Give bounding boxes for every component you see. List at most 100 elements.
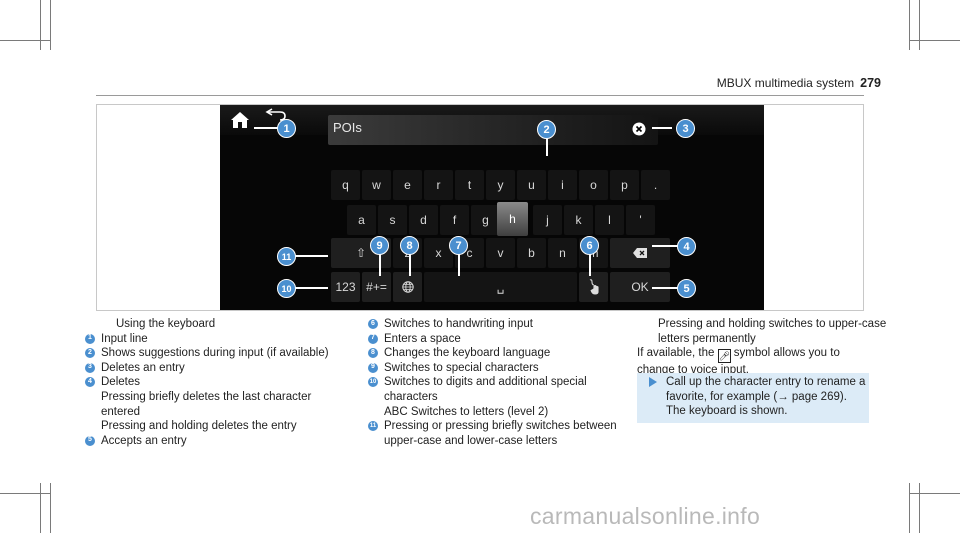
callout-line — [546, 138, 548, 156]
crop-mark — [909, 483, 910, 533]
legend-number: 1 — [85, 333, 95, 344]
arrow-right-icon — [649, 377, 657, 387]
figure-caption: Using the keyboard — [116, 318, 216, 330]
callout-line — [409, 254, 411, 276]
key[interactable]: y — [486, 170, 515, 200]
crop-mark — [910, 493, 960, 494]
key-selected[interactable]: h — [497, 202, 528, 236]
microphone-icon: 🎤︎ — [717, 349, 731, 364]
legend-number: 9 — [368, 362, 378, 373]
callout-line — [294, 287, 328, 289]
crop-mark — [919, 483, 920, 533]
callout-9: 9 — [370, 236, 389, 255]
callout-line — [294, 255, 328, 257]
callout-line — [652, 127, 672, 129]
crop-mark — [50, 483, 51, 533]
legend-detail: Pressing briefly deletes the last charac… — [101, 390, 312, 418]
keyboard-figure: POIs q w e r t y u i o p . a s d f g h j… — [96, 104, 864, 311]
key[interactable]: n — [548, 238, 577, 268]
legend-detail: Pressing and holding deletes the entry — [101, 420, 297, 433]
key[interactable]: ' — [626, 205, 655, 235]
key[interactable]: v — [486, 238, 515, 268]
key[interactable]: t — [455, 170, 484, 200]
action-step-box — [637, 373, 869, 423]
digits-key[interactable]: 123 — [331, 272, 360, 302]
crop-mark — [910, 40, 960, 41]
crop-mark — [909, 0, 910, 50]
key[interactable]: d — [409, 205, 438, 235]
callout-2: 2 — [537, 120, 556, 139]
callout-3: 3 — [676, 119, 695, 138]
key[interactable]: u — [517, 170, 546, 200]
callout-4: 4 — [677, 237, 696, 256]
legend-number: 3 — [85, 362, 95, 373]
key[interactable]: r — [424, 170, 453, 200]
key[interactable]: k — [564, 205, 593, 235]
key[interactable]: f — [440, 205, 469, 235]
clear-icon[interactable] — [632, 122, 646, 136]
legend-detail: ABC Switches to letters (level 2) — [384, 405, 549, 418]
legend-column-3: Pressing and holding switches to upper-c… — [637, 317, 902, 378]
legend-number: 5 — [85, 435, 95, 446]
key[interactable]: o — [579, 170, 608, 200]
key[interactable]: w — [362, 170, 391, 200]
key[interactable]: . — [641, 170, 670, 200]
backspace-key[interactable] — [610, 238, 670, 268]
legend-number: 10 — [368, 377, 378, 388]
crop-mark — [40, 483, 41, 533]
key[interactable]: x — [424, 238, 453, 268]
legend-number: 8 — [368, 348, 378, 359]
key[interactable]: i — [548, 170, 577, 200]
key[interactable]: l — [595, 205, 624, 235]
key[interactable]: g — [471, 205, 500, 235]
callout-10: 10 — [277, 279, 296, 298]
key[interactable]: s — [378, 205, 407, 235]
key[interactable]: a — [347, 205, 376, 235]
key[interactable]: j — [533, 205, 562, 235]
page-number: 279 — [860, 76, 881, 90]
crop-mark — [0, 40, 50, 41]
watermark: carmanualsonline.info — [530, 503, 761, 529]
key[interactable]: b — [517, 238, 546, 268]
globe-icon — [401, 281, 414, 293]
crop-mark — [0, 493, 50, 494]
callout-5: 5 — [677, 279, 696, 298]
crop-mark — [919, 0, 920, 50]
input-line[interactable] — [328, 115, 658, 145]
special-chars-key[interactable]: #+= — [362, 272, 391, 302]
action-step-text: Call up the character entry to rename a … — [666, 376, 866, 418]
legend-number: 6 — [368, 319, 378, 329]
callout-11: 11 — [277, 247, 296, 266]
language-key[interactable] — [393, 272, 422, 302]
callout-line — [589, 254, 591, 276]
handwriting-key[interactable] — [579, 272, 608, 302]
crop-mark — [40, 0, 41, 50]
input-text: POIs — [333, 120, 362, 135]
handwriting-icon — [589, 279, 599, 295]
keyboard-screen: POIs q w e r t y u i o p . a s d f g h j… — [220, 105, 764, 310]
key[interactable]: p — [610, 170, 639, 200]
callout-line — [379, 254, 381, 276]
legend-number: 4 — [85, 377, 95, 388]
callout-6: 6 — [580, 236, 599, 255]
space-key[interactable]: ␣ — [424, 272, 577, 302]
legend-number: 11 — [368, 421, 378, 432]
home-icon[interactable] — [230, 111, 250, 129]
key[interactable]: q — [331, 170, 360, 200]
key[interactable]: e — [393, 170, 422, 200]
callout-line — [652, 245, 694, 247]
callout-1: 1 — [277, 119, 296, 138]
callout-7: 7 — [449, 236, 468, 255]
backspace-icon — [633, 248, 647, 258]
legend-number: 2 — [85, 348, 95, 359]
